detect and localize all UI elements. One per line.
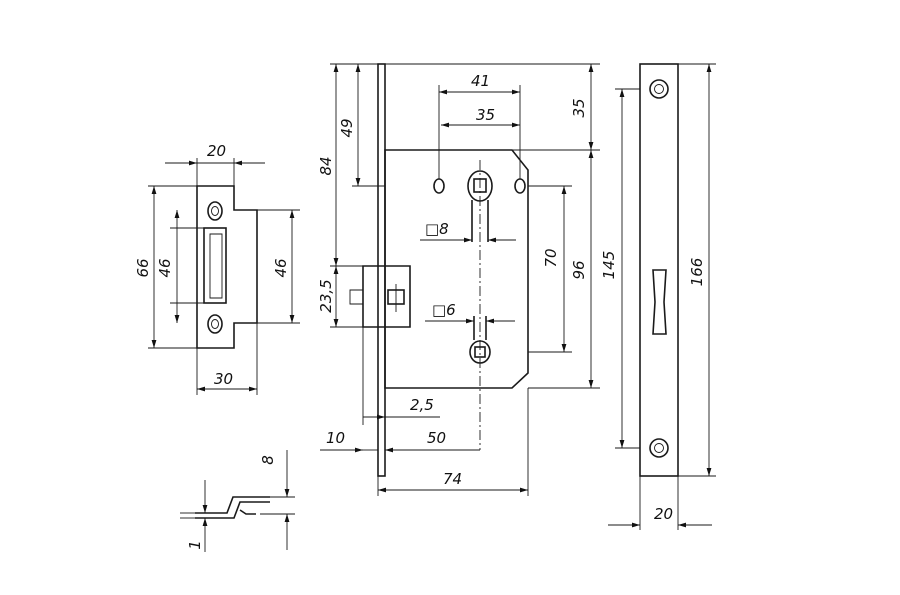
dim-strike-width-bottom: 30 xyxy=(214,370,233,388)
dim-width-10: 10 xyxy=(326,429,345,447)
dim-square-8: □8 xyxy=(425,220,449,238)
dim-lock-height-35: 35 xyxy=(570,98,588,117)
dim-latch-23-5: 23,5 xyxy=(317,279,335,312)
dim-width-50: 50 xyxy=(427,429,446,447)
dim-faceplate-width-20: 20 xyxy=(654,505,673,523)
dim-faceplate-145: 145 xyxy=(600,251,618,280)
dim-strike-height-total: 66 xyxy=(134,258,152,277)
dim-faceplate-166: 166 xyxy=(688,258,706,287)
dim-lock-width-41: 41 xyxy=(471,72,490,90)
dim-width-74: 74 xyxy=(443,470,462,488)
dim-profile-height: 8 xyxy=(259,455,277,465)
strike-plate: 20 66 46 46 30 xyxy=(134,142,300,395)
strike-profile: 8 1 xyxy=(180,450,295,552)
dim-lock-height-70: 70 xyxy=(542,248,560,267)
dim-lock-height-84: 84 xyxy=(317,156,335,175)
dim-strike-height-inner-right: 46 xyxy=(272,258,290,277)
dim-strike-height-inner-left: 46 xyxy=(156,258,174,277)
dim-width-2-5: 2,5 xyxy=(410,396,434,414)
dim-lock-width-35: 35 xyxy=(476,106,495,124)
dim-profile-thickness: 1 xyxy=(186,540,204,550)
lock-body: 84 49 41 35 35 □8 70 96 23,5 xyxy=(317,63,600,496)
dim-strike-width-top: 20 xyxy=(207,142,226,160)
faceplate: 145 166 20 xyxy=(600,63,716,530)
dim-lock-height-96: 96 xyxy=(570,260,588,279)
dim-lock-height-49: 49 xyxy=(338,118,356,137)
dim-square-6: □6 xyxy=(432,301,456,319)
